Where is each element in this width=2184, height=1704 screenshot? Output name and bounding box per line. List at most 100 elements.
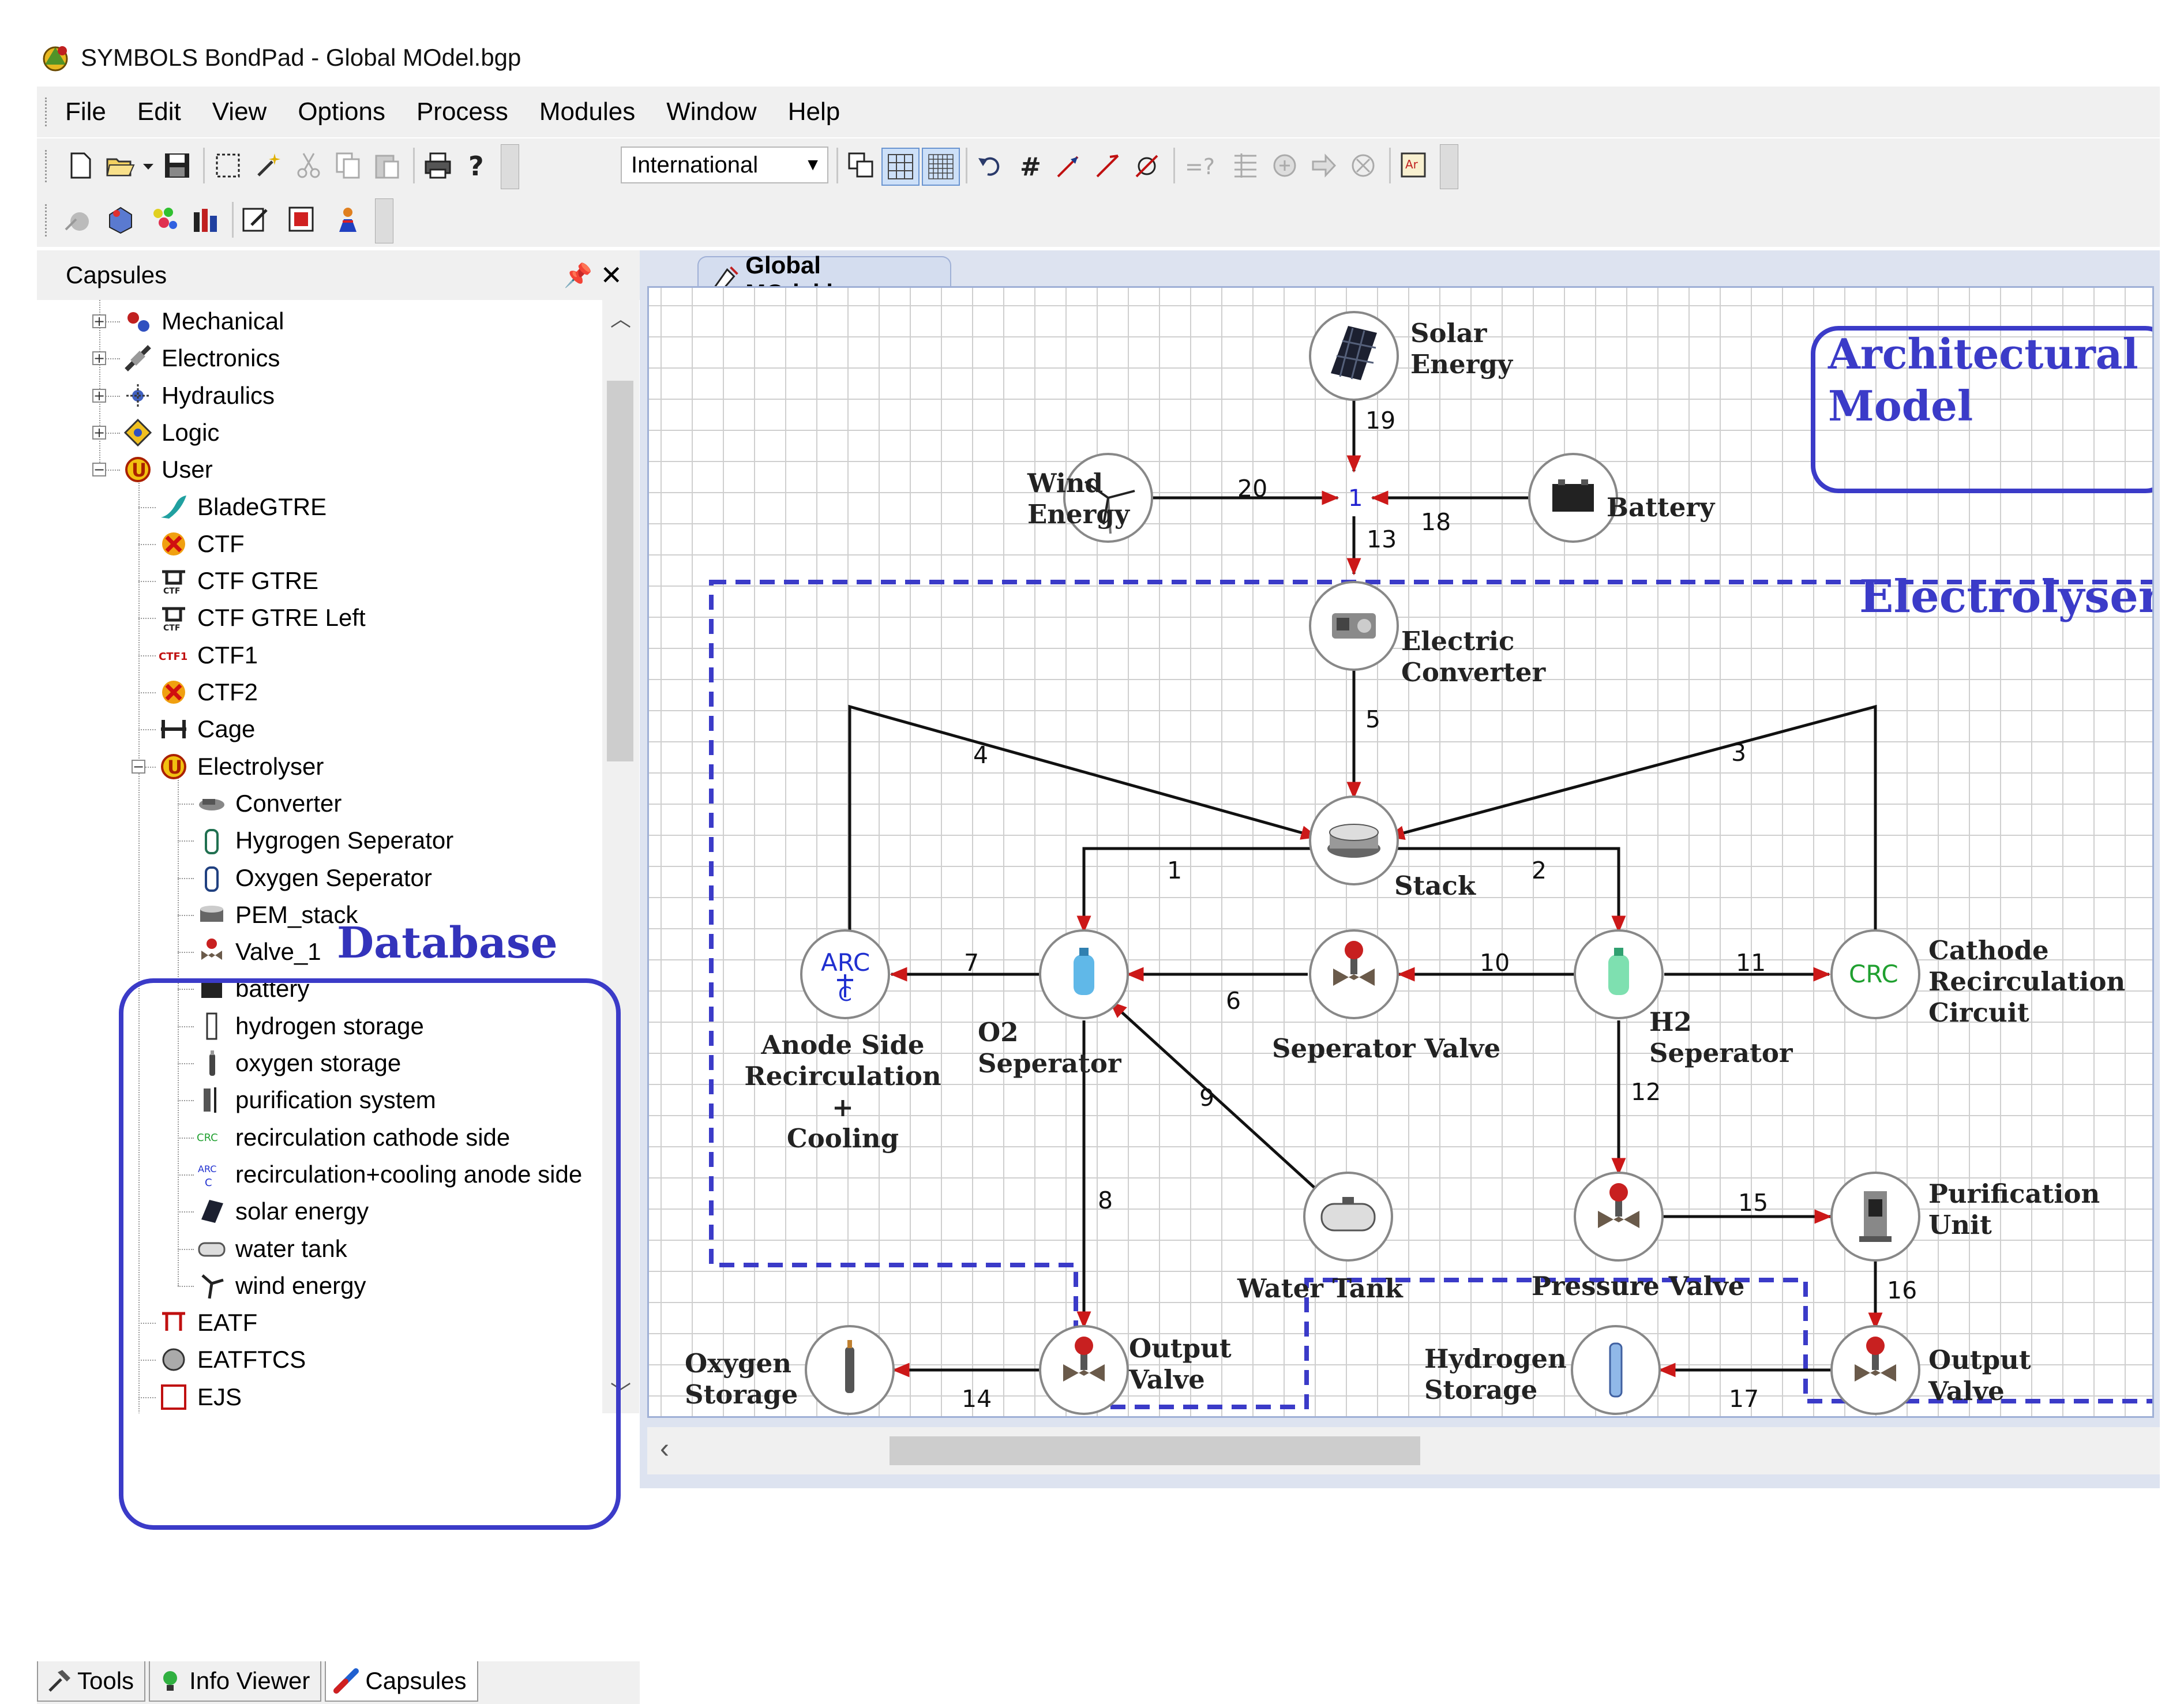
tree-item-oxygen-storage[interactable]: oxygen storage	[196, 1045, 401, 1081]
menu-window[interactable]: Window	[666, 97, 757, 126]
causality-icon[interactable]	[1129, 148, 1165, 183]
tab-info-viewer[interactable]: Info Viewer	[149, 1661, 322, 1702]
copy-icon[interactable]	[330, 148, 366, 183]
menu-help[interactable]: Help	[787, 97, 840, 126]
menu-grip[interactable]	[45, 97, 50, 126]
equations-icon[interactable]: =?	[1180, 148, 1216, 183]
new-icon[interactable]	[62, 148, 98, 183]
tree-item-converter[interactable]: Converter	[196, 786, 342, 821]
bond-icon[interactable]	[1051, 148, 1087, 183]
menu-view[interactable]: View	[212, 97, 267, 126]
tree-scroll-thumb[interactable]	[607, 381, 633, 761]
grid-icon[interactable]	[881, 148, 920, 186]
model-canvas[interactable]: 1	[647, 286, 2154, 1418]
canvas-scroll-thumb[interactable]	[890, 1436, 1420, 1465]
library-icon[interactable]	[188, 202, 224, 238]
bond-4[interactable]	[848, 704, 1319, 936]
cube-icon[interactable]	[103, 202, 138, 238]
tree-item-ejs[interactable]: EJS	[158, 1379, 242, 1413]
split-view-icon[interactable]	[843, 148, 879, 183]
tree-item-electronics[interactable]: Electronics	[122, 340, 280, 376]
tabular-icon[interactable]	[1228, 148, 1263, 183]
magic-wand-icon[interactable]	[250, 148, 286, 183]
export-icon[interactable]	[284, 202, 320, 238]
fine-grid-icon[interactable]	[922, 148, 960, 186]
undo-icon[interactable]	[973, 148, 1008, 183]
half-arrow-icon[interactable]	[1090, 148, 1126, 183]
collapse-icon[interactable]: −	[132, 758, 145, 775]
tab-capsules[interactable]: Capsules	[325, 1661, 478, 1702]
toolbar-overflow[interactable]	[375, 198, 393, 243]
toolbar-overflow[interactable]	[1440, 144, 1458, 189]
tree-item-valve-1[interactable]: Valve_1	[196, 934, 321, 970]
toolbar-overflow[interactable]	[501, 144, 519, 189]
scroll-left-icon[interactable]: ‹	[660, 1433, 669, 1464]
tree-item-ctf[interactable]: CTF	[158, 526, 245, 562]
crc-node[interactable]	[1830, 929, 1920, 1019]
tree-scrollbar[interactable]: ︿ ﹀	[602, 300, 639, 1413]
open-dropdown-icon[interactable]	[140, 148, 157, 183]
bond-2[interactable]	[1389, 847, 1626, 933]
tree-item-purification-system[interactable]: purification system	[196, 1082, 436, 1118]
tree-item-logic[interactable]: Logic	[122, 415, 219, 451]
tree-item-cage[interactable]: Cage	[158, 711, 255, 747]
menu-modules[interactable]: Modules	[539, 97, 636, 126]
model-icon[interactable]	[60, 202, 96, 238]
simulate-icon[interactable]	[1267, 148, 1303, 183]
scroll-up-icon[interactable]: ︿	[610, 307, 631, 331]
paste-icon[interactable]	[369, 148, 405, 183]
canvas-horizontal-scrollbar[interactable]: ‹	[647, 1427, 2160, 1474]
tree-item-eatftcs[interactable]: EATFTCS	[158, 1342, 306, 1378]
hash-icon[interactable]: #	[1012, 148, 1048, 183]
select-rect-icon[interactable]	[210, 148, 246, 183]
tree-item-solar-energy[interactable]: solar energy	[196, 1193, 369, 1229]
tree-item-mechanical[interactable]: Mechanical	[122, 303, 284, 339]
tree-item-water-tank[interactable]: water tank	[196, 1231, 347, 1267]
report-icon[interactable]: Ar	[1396, 148, 1432, 183]
menu-edit[interactable]: Edit	[137, 97, 181, 126]
bond-3[interactable]	[1387, 704, 1877, 936]
tree-item-bladegtre[interactable]: BladeGTRE	[158, 489, 327, 525]
expand-icon[interactable]: +	[92, 424, 106, 441]
tree-item-pem-stack[interactable]: PEM_stack	[196, 897, 358, 933]
animate-icon[interactable]	[1306, 148, 1342, 183]
pin-icon[interactable]: 📌	[564, 263, 592, 288]
person-icon[interactable]	[330, 202, 366, 238]
close-icon[interactable]: ✕	[600, 260, 622, 290]
bond-9[interactable]	[1109, 1001, 1317, 1190]
save-icon[interactable]	[159, 148, 195, 183]
expand-icon[interactable]: +	[92, 387, 106, 404]
collapse-icon[interactable]: −	[92, 461, 106, 478]
compile-icon[interactable]	[1345, 148, 1381, 183]
palette-icon[interactable]	[147, 202, 182, 238]
toolbar-grip[interactable]	[45, 150, 50, 182]
tree-item-hygrogen-seperator[interactable]: Hygrogen Seperator	[196, 823, 453, 858]
print-icon[interactable]	[420, 148, 456, 183]
edit-capsule-icon[interactable]	[238, 202, 273, 238]
expand-icon[interactable]: +	[92, 350, 106, 367]
menu-process[interactable]: Process	[416, 97, 508, 126]
tree-item-wind-energy[interactable]: wind energy	[196, 1268, 366, 1304]
tree-item-ctf2[interactable]: CTF2	[158, 674, 258, 710]
zone-select[interactable]: International ▼	[621, 147, 828, 183]
tree-item-hydrogen-storage[interactable]: hydrogen storage	[196, 1008, 424, 1044]
toolbar-grip[interactable]	[45, 204, 50, 237]
tree-item-hydraulics[interactable]: Hydraulics	[122, 378, 275, 414]
cut-icon[interactable]	[291, 148, 327, 183]
bond-1[interactable]	[1076, 847, 1317, 933]
tab-tools[interactable]: Tools	[37, 1661, 146, 1702]
menu-file[interactable]: File	[65, 97, 106, 126]
open-icon[interactable]	[103, 148, 138, 183]
expand-icon[interactable]: +	[92, 313, 106, 329]
menu-options[interactable]: Options	[298, 97, 385, 126]
junction-1[interactable]: 1	[1348, 485, 1363, 512]
help-icon[interactable]: ?	[459, 148, 495, 183]
tree-item-oxygen-seperator[interactable]: Oxygen Seperator	[196, 860, 432, 896]
